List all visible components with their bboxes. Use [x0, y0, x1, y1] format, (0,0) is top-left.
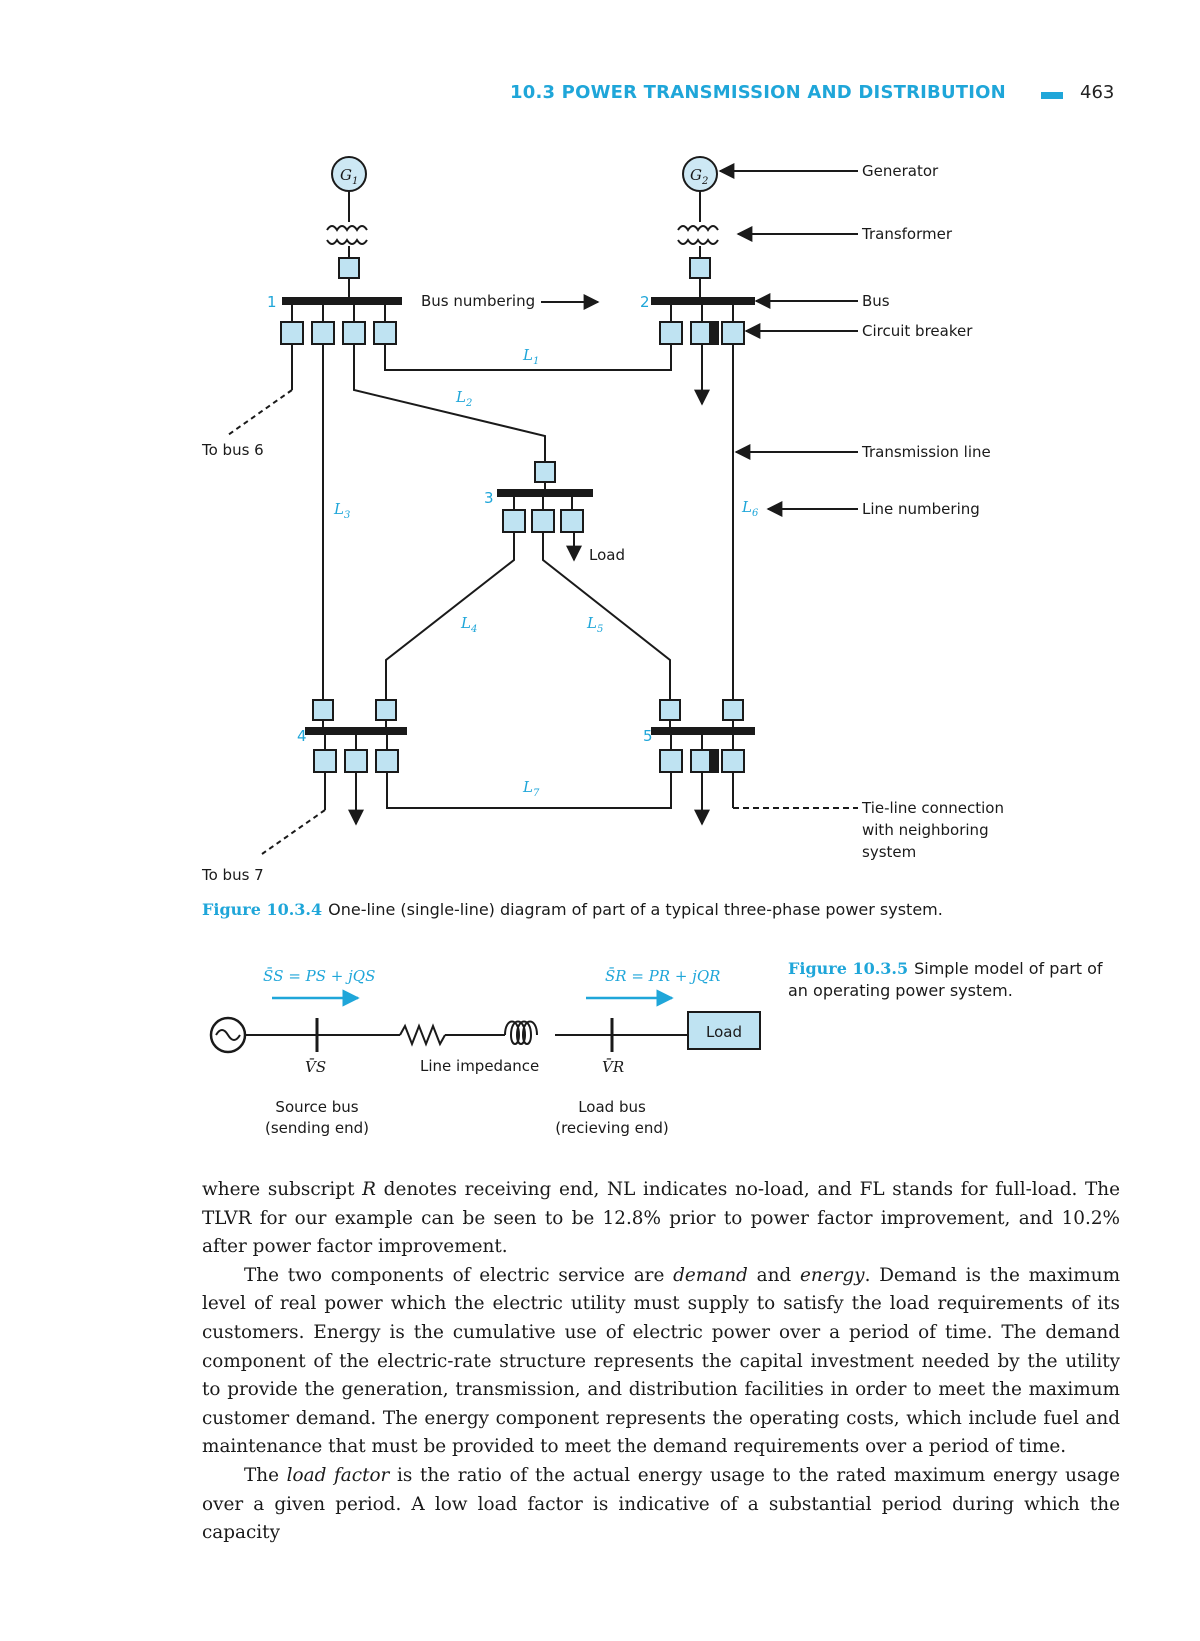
g2-letter: G — [690, 166, 702, 184]
label-to-bus-7: To bus 7 — [201, 866, 264, 884]
line-l6: L — [741, 498, 752, 516]
body-text: where subscript R denotes receiving end,… — [202, 1176, 1120, 1548]
line-l5: L — [586, 614, 597, 632]
load-box — [687, 1011, 761, 1050]
label-tie-line-2: with neighboring — [862, 821, 989, 839]
label-load: Load — [589, 546, 625, 564]
header-rule — [1041, 92, 1063, 99]
source-bus-label-2: (sending end) — [265, 1119, 369, 1137]
bus-3-breakers — [502, 496, 584, 533]
page-number: 463 — [1080, 82, 1115, 103]
g1-sub: 1 — [352, 176, 358, 187]
transformer-1-icon — [326, 225, 368, 245]
label-to-bus-6: To bus 6 — [201, 441, 264, 459]
svg-text:L1: L1 — [522, 346, 539, 367]
label-circuit-breaker: Circuit breaker — [862, 322, 973, 340]
line-l1: L — [522, 346, 533, 364]
line-l2: L — [455, 388, 466, 406]
paragraph-2: The two components of electric service a… — [202, 1264, 1121, 1458]
label-generator: Generator — [862, 162, 939, 180]
paragraph-3: The load factor is the ratio of the actu… — [202, 1464, 1120, 1544]
label-tie-line-3: system — [862, 843, 916, 861]
simple-model-diagram — [209, 989, 761, 1054]
one-line-diagram-labels: G1 G2 1 2 3 4 5 L1 L2 L3 L4 L5 L6 L7 Gen… — [201, 162, 1004, 884]
label-bus: Bus — [862, 292, 890, 310]
bus-3-number: 3 — [484, 489, 494, 507]
transformer-2-icon — [677, 225, 719, 245]
label-transformer: Transformer — [861, 225, 953, 243]
bus-2-breakers — [659, 304, 745, 345]
g1-letter: G — [340, 166, 352, 184]
bus-1-bar — [282, 297, 402, 305]
figure-10-3-4-caption: Figure 10.3.4 One-line (single-line) diag… — [202, 900, 1102, 919]
label-bus-numbering: Bus numbering — [421, 292, 535, 310]
bus-1-number: 1 — [267, 293, 277, 311]
svg-text:G2: G2 — [690, 166, 708, 187]
svg-text:L3: L3 — [333, 500, 350, 521]
bus-1-breakers — [280, 304, 397, 345]
inductor-icon — [504, 1020, 538, 1045]
vs-label: V̄S — [305, 1058, 326, 1076]
caption-text: Simple model of part of an operating pow… — [788, 959, 1103, 1000]
svg-text:L2: L2 — [455, 388, 472, 409]
line-impedance-label: Line impedance — [420, 1057, 539, 1075]
line-l4: L — [460, 614, 471, 632]
svg-text:L6: L6 — [741, 498, 759, 519]
paragraph-1: where subscript R denotes receiving end,… — [202, 1179, 1120, 1258]
one-line-diagram — [227, 156, 858, 855]
bus-4-breakers — [313, 734, 399, 773]
load-bus-label-1: Load bus — [578, 1098, 646, 1116]
label-tie-line-1: Tie-line connection — [861, 799, 1004, 817]
bus-5-bar — [651, 727, 755, 735]
figure-label: Figure 10.3.5 — [788, 959, 909, 978]
vr-label: V̄R — [602, 1058, 624, 1076]
bus-2-number: 2 — [640, 293, 650, 311]
bus-2-bar — [651, 297, 755, 305]
svg-text:G1: G1 — [340, 166, 358, 187]
bus-5-breakers — [659, 734, 745, 773]
bus-4-number: 4 — [297, 727, 307, 745]
svg-text:L7: L7 — [522, 778, 540, 799]
line-l7: L — [522, 778, 533, 796]
label-transmission-line: Transmission line — [861, 443, 991, 461]
ss-equation: S̄S = PS + jQS — [263, 967, 375, 985]
running-header: 10.3 POWER TRANSMISSION AND DISTRIBUTION… — [480, 78, 1120, 108]
simple-model-labels: S̄S = PS + jQS S̄R = PR + jQR V̄S V̄R Li… — [263, 967, 742, 1137]
g2-sub: 2 — [701, 176, 708, 187]
bus-3-bar — [497, 489, 593, 497]
resistor-icon — [399, 1023, 446, 1047]
label-line-numbering: Line numbering — [862, 500, 980, 518]
line-l3: L — [333, 500, 344, 518]
sr-equation: S̄R = PR + jQR — [605, 967, 720, 985]
section-title: 10.3 POWER TRANSMISSION AND DISTRIBUTION — [510, 82, 1006, 103]
caption-text: One-line (single-line) diagram of part o… — [328, 900, 943, 919]
svg-text:L5: L5 — [586, 614, 603, 635]
bus-5-number: 5 — [643, 727, 653, 745]
bus-4-bar — [305, 727, 407, 735]
svg-text:L4: L4 — [460, 614, 477, 635]
load-bus-label-2: (recieving end) — [555, 1119, 669, 1137]
figure-label: Figure 10.3.4 — [202, 900, 323, 919]
load-box-label: Load — [706, 1023, 742, 1041]
source-bus-label-1: Source bus — [275, 1098, 358, 1116]
